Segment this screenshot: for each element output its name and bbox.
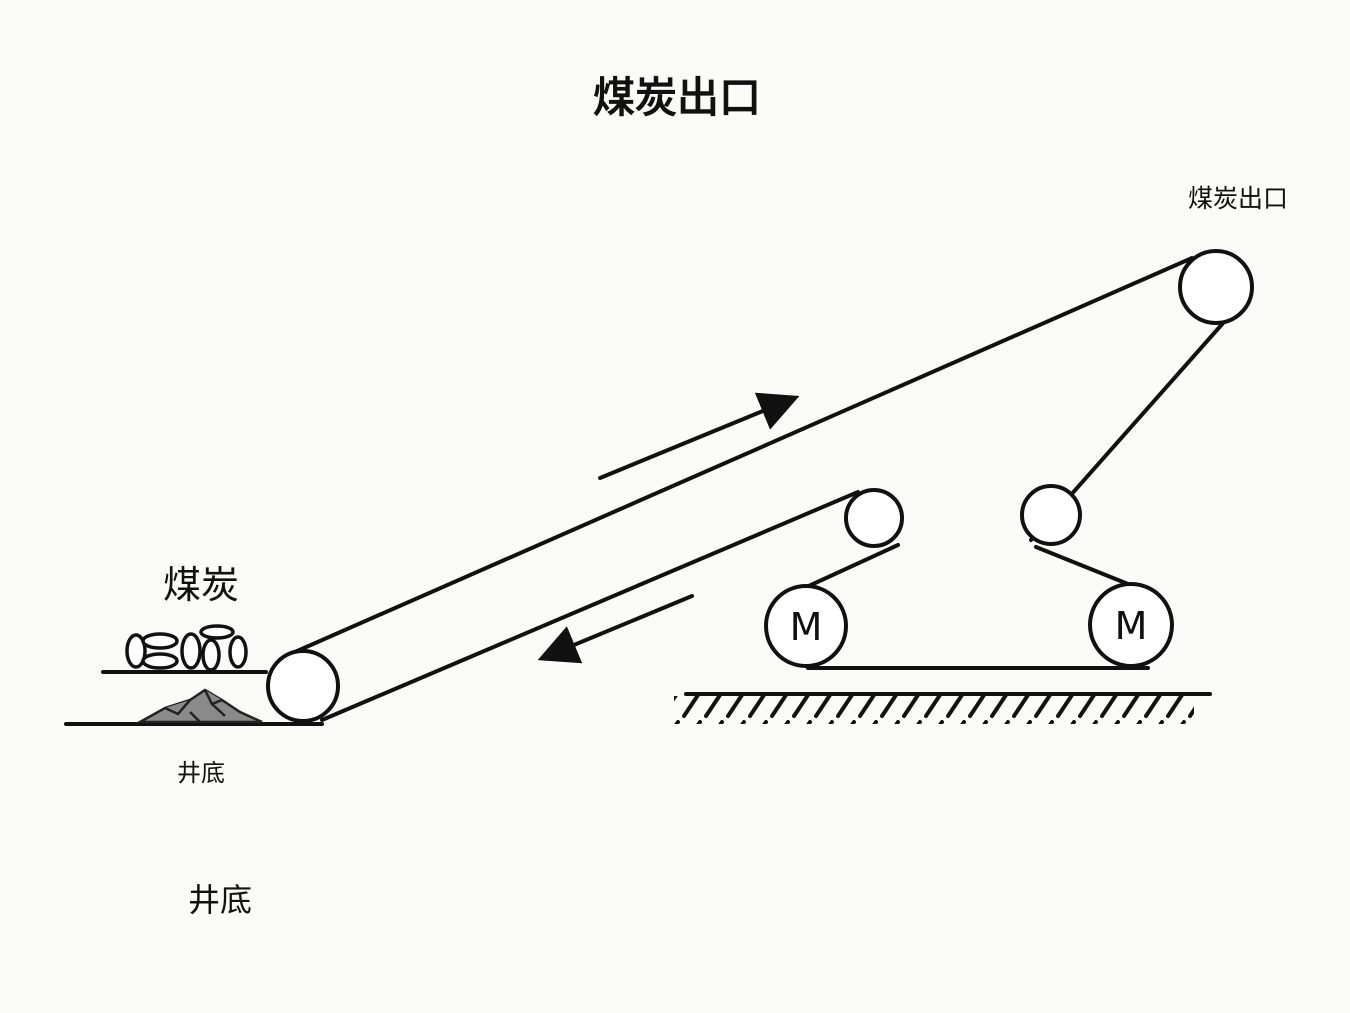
diagram-title: 煤炭出口 bbox=[593, 73, 761, 122]
shaft-bottom-label-small: 井底 bbox=[177, 759, 225, 787]
motor-left bbox=[764, 584, 848, 668]
outlet-label: 煤炭出口 bbox=[1188, 184, 1288, 213]
coal-label: 煤炭 bbox=[163, 563, 239, 607]
upper-belt bbox=[286, 256, 1194, 657]
motor-right bbox=[1088, 582, 1174, 668]
shaft-bottom-label-large: 井底 bbox=[188, 881, 252, 919]
arrow-down-direction bbox=[537, 594, 694, 664]
motor-right-label: M bbox=[1115, 604, 1148, 648]
coal-pile-icon bbox=[135, 688, 263, 724]
head-pulley bbox=[1178, 249, 1254, 325]
tail-pulley bbox=[266, 649, 340, 723]
drive-belt-right bbox=[1034, 545, 1130, 586]
drive-belt-left bbox=[798, 543, 900, 592]
idler-left bbox=[844, 488, 904, 548]
idler-right bbox=[1020, 484, 1082, 546]
lower-belt bbox=[320, 490, 860, 722]
motor-left-label: M bbox=[790, 605, 823, 649]
coal-lumps-icon bbox=[125, 624, 248, 672]
arrow-up-direction bbox=[598, 392, 800, 480]
ground-hatch bbox=[674, 696, 1194, 724]
